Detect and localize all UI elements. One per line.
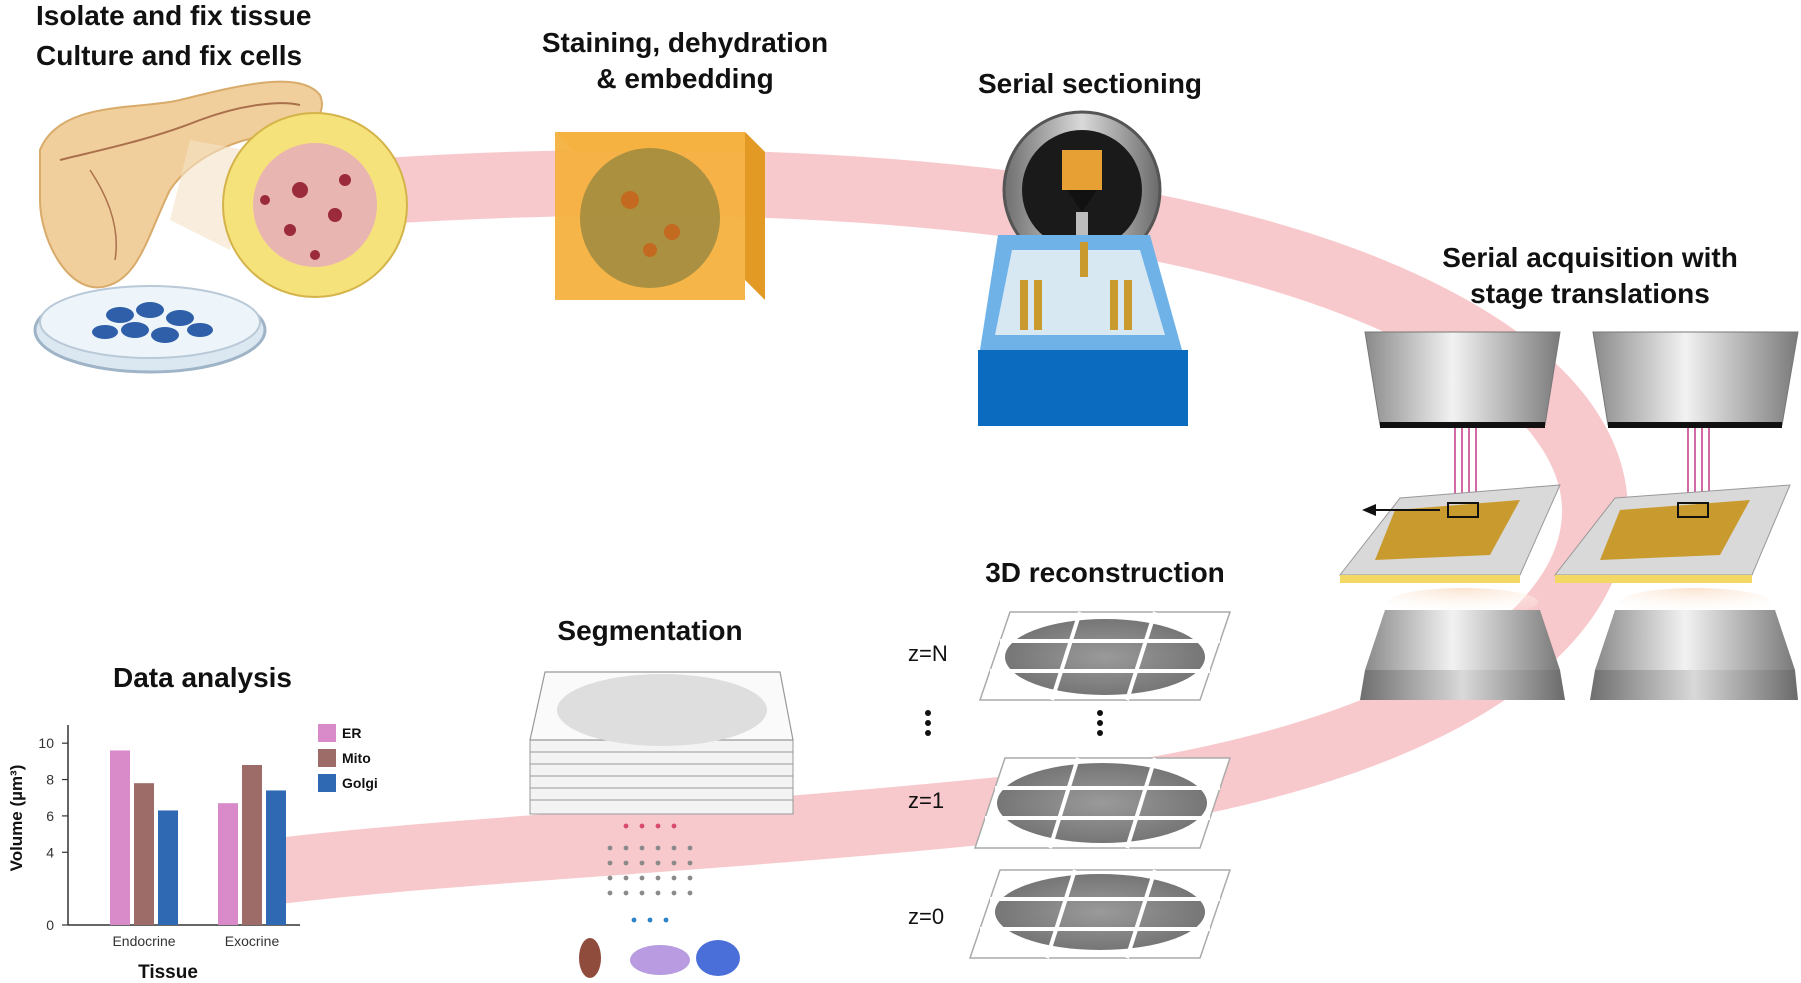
legend-swatch-golgi — [318, 774, 336, 792]
network-node — [655, 875, 661, 881]
network-node — [687, 890, 693, 896]
resin-block-illustration — [555, 132, 765, 300]
z-label-1: z=1 — [908, 788, 945, 813]
neural-network-dots — [607, 823, 693, 923]
reconstruction-slice-z0 — [968, 869, 1232, 959]
segmentation-label: Segmentation — [557, 615, 743, 646]
network-node — [687, 860, 693, 866]
network-node — [631, 917, 637, 923]
y-tick-label: 8 — [46, 772, 54, 788]
isolate-label-line2: Culture and fix cells — [36, 40, 303, 71]
network-node — [639, 875, 645, 881]
network-node — [671, 845, 677, 851]
network-node — [687, 845, 693, 851]
y-tick-label: 4 — [46, 844, 54, 860]
network-node — [671, 860, 677, 866]
network-node — [639, 845, 645, 851]
golgi-icon — [696, 940, 740, 976]
er-icon — [630, 945, 690, 975]
reconstruction-slice-zN — [978, 611, 1232, 701]
y-axis-title: Volume (µm³) — [7, 765, 26, 872]
network-node — [647, 917, 653, 923]
x-axis-title: Tissue — [138, 962, 198, 983]
islet-illustration — [222, 112, 408, 298]
network-node — [655, 845, 661, 851]
segmentation-stack-illustration — [529, 671, 794, 815]
y-tick-label: 6 — [46, 808, 54, 824]
reconstruction-label: 3D reconstruction — [985, 557, 1225, 588]
bars — [110, 750, 286, 925]
microscope-left-illustration — [1338, 331, 1565, 700]
network-node — [655, 823, 661, 829]
network-node — [607, 860, 613, 866]
legend-label-golgi: Golgi — [342, 775, 378, 791]
z-label-0: z=0 — [908, 904, 945, 929]
x-tick-label: Endocrine — [112, 933, 175, 949]
y-tick-label: 10 — [38, 735, 54, 751]
acquisition-label-line2: stage translations — [1470, 278, 1710, 309]
bar-er-endocrine — [110, 750, 130, 925]
network-node — [655, 860, 661, 866]
petri-dish-illustration — [33, 285, 267, 374]
ellipsis-dots — [925, 710, 1103, 736]
y-axis-ticks: 0 4 6 8 10 — [38, 735, 68, 933]
staining-label-line1: Staining, dehydration — [541, 27, 829, 58]
bar-golgi-exocrine — [266, 790, 286, 925]
legend-swatch-er — [318, 724, 336, 742]
network-node — [623, 845, 629, 851]
microscope-right-illustration — [1553, 331, 1799, 700]
y-tick-label: 0 — [46, 917, 54, 933]
x-tick-label: Exocrine — [225, 933, 280, 949]
acquisition-label-line1: Serial acquisition with — [1442, 242, 1738, 273]
organelle-icons — [579, 938, 740, 978]
network-node — [671, 823, 677, 829]
network-node — [687, 875, 693, 881]
staining-label-line2: & embedding — [596, 63, 774, 94]
network-node — [639, 890, 645, 896]
legend-label-er: ER — [342, 725, 361, 741]
network-node — [663, 917, 669, 923]
stage-translation-arrow — [1362, 504, 1440, 516]
sectioning-label: Serial sectioning — [977, 68, 1203, 99]
network-node — [671, 890, 677, 896]
network-node — [623, 890, 629, 896]
ultramicrotome-illustration — [978, 110, 1188, 426]
x-tick-labels: Endocrine Exocrine — [112, 933, 279, 949]
bar-mito-exocrine — [242, 765, 262, 925]
network-node — [639, 823, 645, 829]
legend-swatch-mito — [318, 749, 336, 767]
analysis-label: Data analysis — [113, 662, 292, 693]
network-node — [671, 875, 677, 881]
network-node — [623, 860, 629, 866]
legend-label-mito: Mito — [342, 750, 371, 766]
network-node — [623, 823, 629, 829]
network-node — [607, 875, 613, 881]
network-node — [623, 875, 629, 881]
bar-golgi-endocrine — [158, 810, 178, 925]
z-label-n: z=N — [908, 641, 948, 666]
mitochondrion-icon — [579, 938, 601, 978]
network-node — [639, 860, 645, 866]
network-node — [607, 890, 613, 896]
network-node — [607, 845, 613, 851]
network-node — [655, 890, 661, 896]
isolate-label-line1: Isolate and fix tissue — [36, 0, 312, 31]
bar-mito-endocrine — [134, 783, 154, 925]
reconstruction-slice-z1 — [973, 757, 1232, 849]
bar-er-exocrine — [218, 803, 238, 925]
